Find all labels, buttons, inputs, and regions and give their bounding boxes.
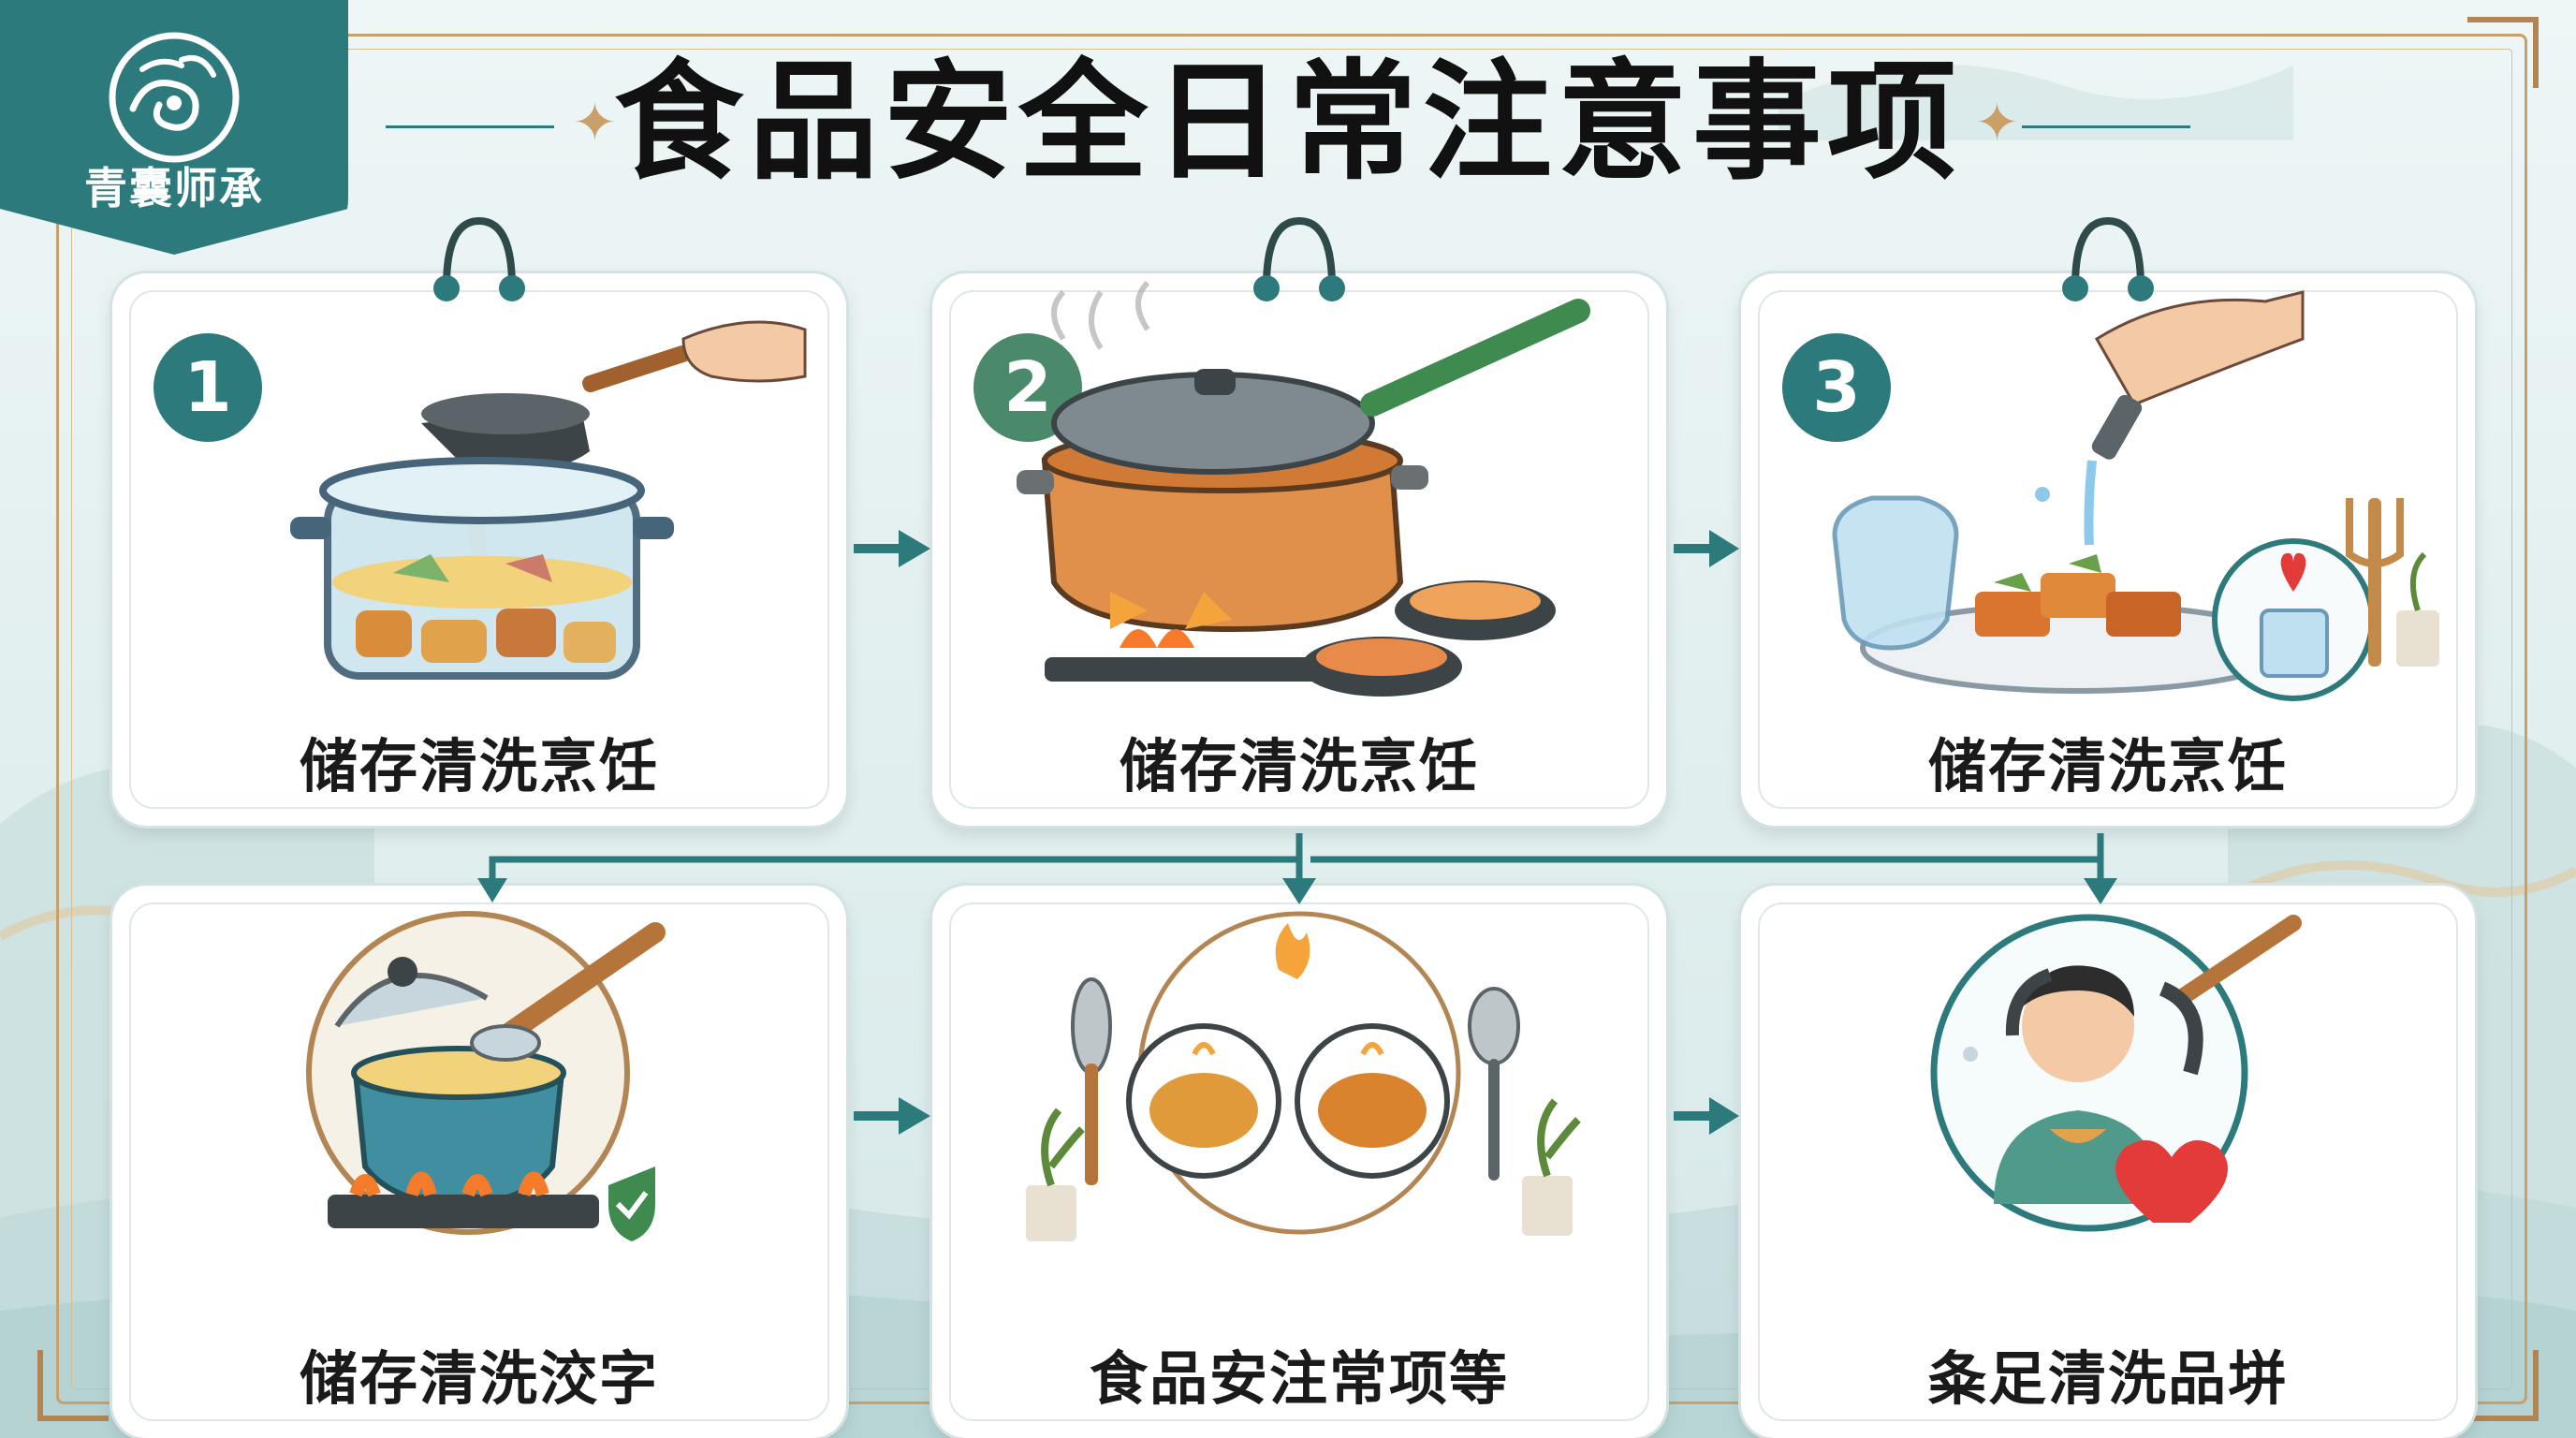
step-label: 食品安注常项等 — [1089, 1344, 1509, 1413]
step-card-6[interactable]: 夈足清洗品垪 — [1741, 886, 2475, 1438]
card-inner-border — [129, 902, 829, 1421]
title-left-line — [386, 125, 554, 128]
hanging-ring-icon — [433, 216, 525, 301]
step-number-badge: 1 — [154, 333, 262, 442]
card-inner-border — [1758, 290, 2458, 809]
food-bowls-icon — [1026, 911, 1581, 1241]
step-label: 储存清洗烹饪 — [1927, 732, 2288, 800]
serving-plate-icon — [1832, 290, 2439, 701]
sparkle-icon: ✦ — [573, 93, 617, 154]
cooking-pot-icon — [1017, 280, 1590, 697]
frame-corner-ornament — [2467, 17, 2539, 88]
brand-logo-badge: 青囊师承 — [0, 0, 348, 255]
person-heart-icon — [1930, 914, 2302, 1232]
card-inner-border — [1758, 902, 2458, 1421]
sparkle-icon: ✦ — [1975, 93, 2019, 154]
card-inner-border — [949, 290, 1649, 809]
step-label: 储存清洗烹饪 — [299, 732, 659, 800]
pouring-pot-icon — [290, 320, 807, 680]
step-card-3[interactable]: 3 储存清洗烹饪 — [1741, 216, 2475, 826]
card-inner-border — [129, 290, 829, 809]
brand-name: 青囊师承 — [84, 163, 264, 213]
step-label: 储存清洗洨字 — [299, 1344, 659, 1413]
step-card-5[interactable]: 食品安注常项等 — [932, 886, 1666, 1438]
frame-corner-ornament — [2467, 1350, 2539, 1421]
title-right-line — [2022, 125, 2190, 128]
step-card-4[interactable]: 储存清洗洨字 — [112, 886, 846, 1438]
step-number-badge: 3 — [1782, 333, 1891, 442]
cloud-emblem-icon — [109, 32, 240, 163]
stew-pot-icon — [306, 911, 666, 1241]
step-label: 储存清洗烹饪 — [1119, 732, 1479, 800]
page-title: 食品安全日常注意事项 — [613, 47, 1962, 198]
step-label: 夈足清洗品垪 — [1927, 1344, 2288, 1413]
step-card-2[interactable]: 2 储存清洗烹饪 — [932, 216, 1666, 826]
step-number-badge: 2 — [973, 333, 1082, 442]
hanging-ring-icon — [2062, 216, 2154, 301]
step-card-1[interactable]: 1 储存清洗烹饪 — [112, 216, 846, 826]
frame-corner-ornament — [37, 1350, 109, 1421]
hanging-ring-icon — [1253, 216, 1345, 301]
